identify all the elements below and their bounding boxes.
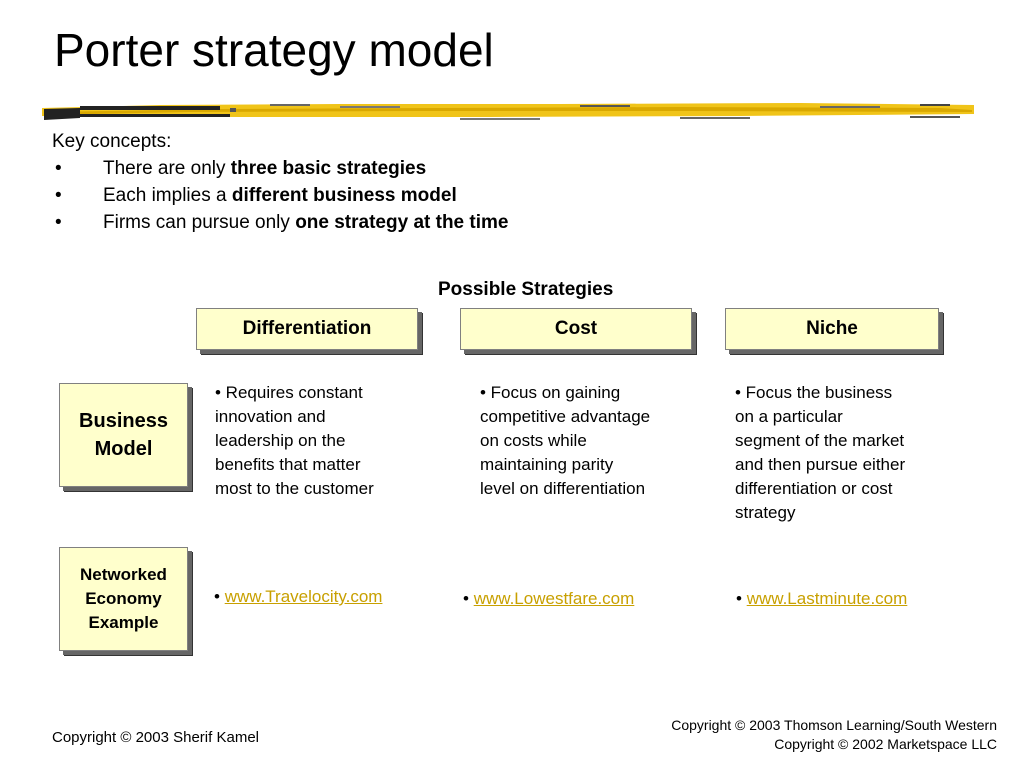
cell-line: maintaining parity	[480, 455, 614, 474]
row-label-line: Example	[88, 613, 159, 632]
row-label-line: Networked	[80, 565, 167, 584]
cell-line: competitive advantage	[480, 407, 651, 426]
strategy-header-cost: Cost	[460, 308, 692, 350]
row-label-business-model: Business Model	[59, 383, 188, 487]
bullet-mark: •	[55, 158, 62, 179]
concept-emphasis: three basic strategies	[230, 158, 427, 179]
copyright-line: Copyright © 2002 Marketspace LLC	[774, 736, 997, 752]
example-link-niche: • www.Lastminute.com	[736, 587, 907, 611]
row-label-line: Model	[94, 438, 153, 460]
example-link-differentiation: • www.Travelocity.com	[214, 585, 382, 609]
row-label-line: Business	[79, 410, 168, 432]
business-model-cost: • Focus on gaining competitive advantage…	[480, 381, 690, 501]
cell-line: and then pursue either	[735, 455, 906, 474]
bullet-mark: •	[55, 212, 62, 233]
example-link-cost: • www.Lowestfare.com	[463, 587, 634, 611]
strategy-header-differentiation: Differentiation	[196, 308, 418, 350]
concept-bullet: • Each implies a different business mode…	[52, 182, 457, 209]
cell-line: level on differentiation	[480, 479, 646, 498]
possible-strategies-heading: Possible Strategies	[438, 279, 614, 300]
lastminute-link[interactable]: www.Lastminute.com	[746, 589, 908, 608]
concept-emphasis: different business model	[231, 185, 457, 206]
slide-title: Porter strategy model	[54, 24, 494, 76]
cell-line: • Focus on gaining	[480, 383, 621, 402]
lowestfare-link[interactable]: www.Lowestfare.com	[473, 589, 635, 608]
concept-text: Each implies a	[103, 185, 232, 206]
copyright-line: Copyright © 2003 Thomson Learning/South …	[671, 717, 997, 733]
copyright-author: Copyright © 2003 Sherif Kamel	[52, 729, 259, 746]
bullet-mark: •	[55, 185, 62, 206]
concept-text: Firms can pursue only	[103, 212, 296, 233]
travelocity-link[interactable]: www.Travelocity.com	[224, 587, 383, 606]
concept-text: There are only	[103, 158, 231, 179]
concept-bullet: • There are only three basic strategies	[52, 155, 426, 182]
key-concepts-heading: Key concepts:	[52, 131, 172, 152]
link-bullet: •	[214, 587, 225, 606]
business-model-differentiation: • Requires constant innovation and leade…	[215, 381, 420, 501]
key-concepts: Key concepts: • There are only three bas…	[52, 128, 508, 236]
decorative-brush-rule	[42, 103, 974, 120]
cell-line: leadership on the	[215, 431, 346, 450]
cell-line: segment of the market	[735, 431, 905, 450]
link-bullet: •	[463, 589, 474, 608]
copyright-publishers: Copyright © 2003 Thomson Learning/South …	[671, 716, 997, 754]
row-label-networked-economy-example: Networked Economy Example	[59, 547, 188, 651]
cell-line: benefits that matter	[215, 455, 361, 474]
cell-line: on a particular	[735, 407, 843, 426]
cell-line: on costs while	[480, 431, 587, 450]
cell-line: differentiation or cost	[735, 479, 893, 498]
cell-line: strategy	[735, 503, 796, 522]
cell-line: • Requires constant	[215, 383, 363, 402]
concept-emphasis: one strategy at the time	[295, 212, 509, 233]
cell-line: innovation and	[215, 407, 326, 426]
cell-line: • Focus the business	[735, 383, 893, 402]
link-bullet: •	[736, 589, 747, 608]
concept-bullet: • Firms can pursue only one strategy at …	[52, 209, 508, 236]
strategy-header-niche: Niche	[725, 308, 939, 350]
business-model-niche: • Focus the business on a particular seg…	[735, 381, 945, 525]
cell-line: most to the customer	[215, 479, 374, 498]
row-label-line: Economy	[85, 589, 162, 608]
